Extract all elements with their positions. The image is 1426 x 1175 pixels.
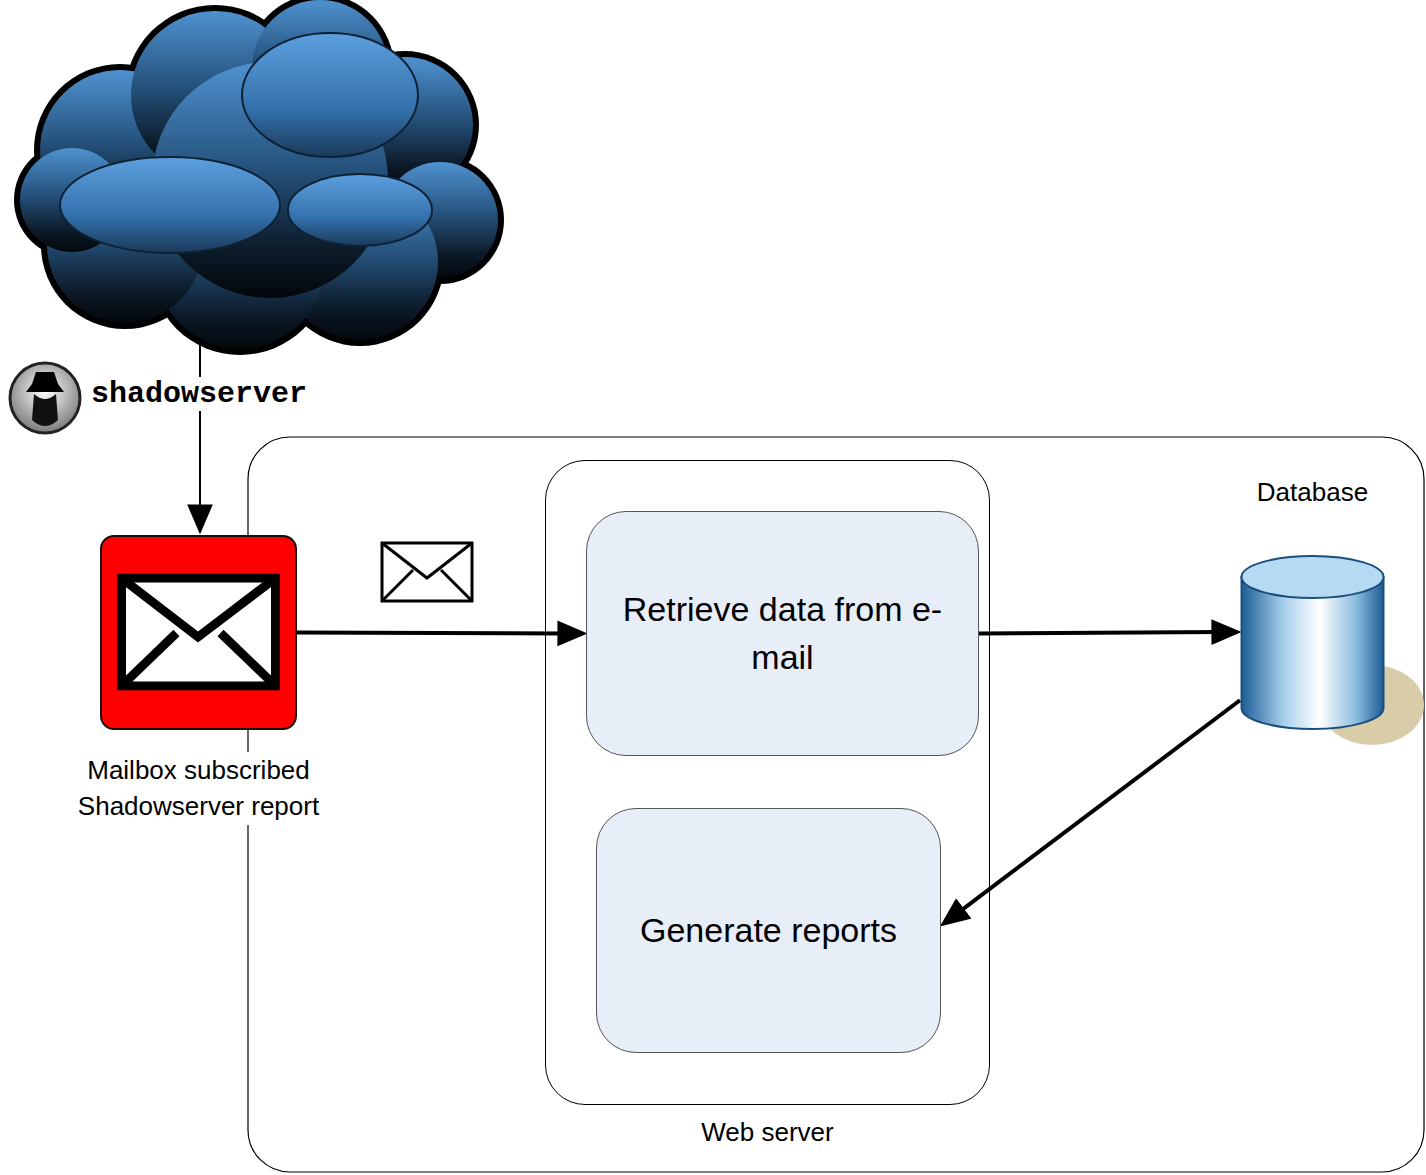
box-heading: Mailbox subscribed Shadowserver report <box>55 752 343 825</box>
envelope-icon <box>382 543 472 601</box>
box-text: Retrieve data from e-mail <box>587 586 978 681</box>
outer-region <box>248 437 1424 1172</box>
envelope-symbol <box>102 537 295 728</box>
logo-icon <box>10 363 80 433</box>
process-box: Generate reports <box>596 808 941 1053</box>
flow-arrow <box>957 700 1240 913</box>
logo-text: shadowserver <box>88 377 310 411</box>
cylinder-shape <box>1240 555 1385 730</box>
cloud <box>14 0 504 355</box>
mailbox-icon: Mailbox subscribed Shadowserver report <box>100 535 297 730</box>
process-box: Retrieve data from e-mail <box>586 511 979 756</box>
box-heading: Database <box>1253 474 1372 510</box>
box-heading: Web server <box>697 1114 837 1150</box>
server-group: Retrieve data from e-mailGenerate report… <box>545 460 990 1105</box>
database-cylinder: Database <box>1240 555 1385 730</box>
flow-arrow <box>979 632 1220 633</box>
box-text: Generate reports <box>628 907 909 955</box>
feed-arrow <box>199 345 201 513</box>
flow-arrow <box>297 631 566 636</box>
